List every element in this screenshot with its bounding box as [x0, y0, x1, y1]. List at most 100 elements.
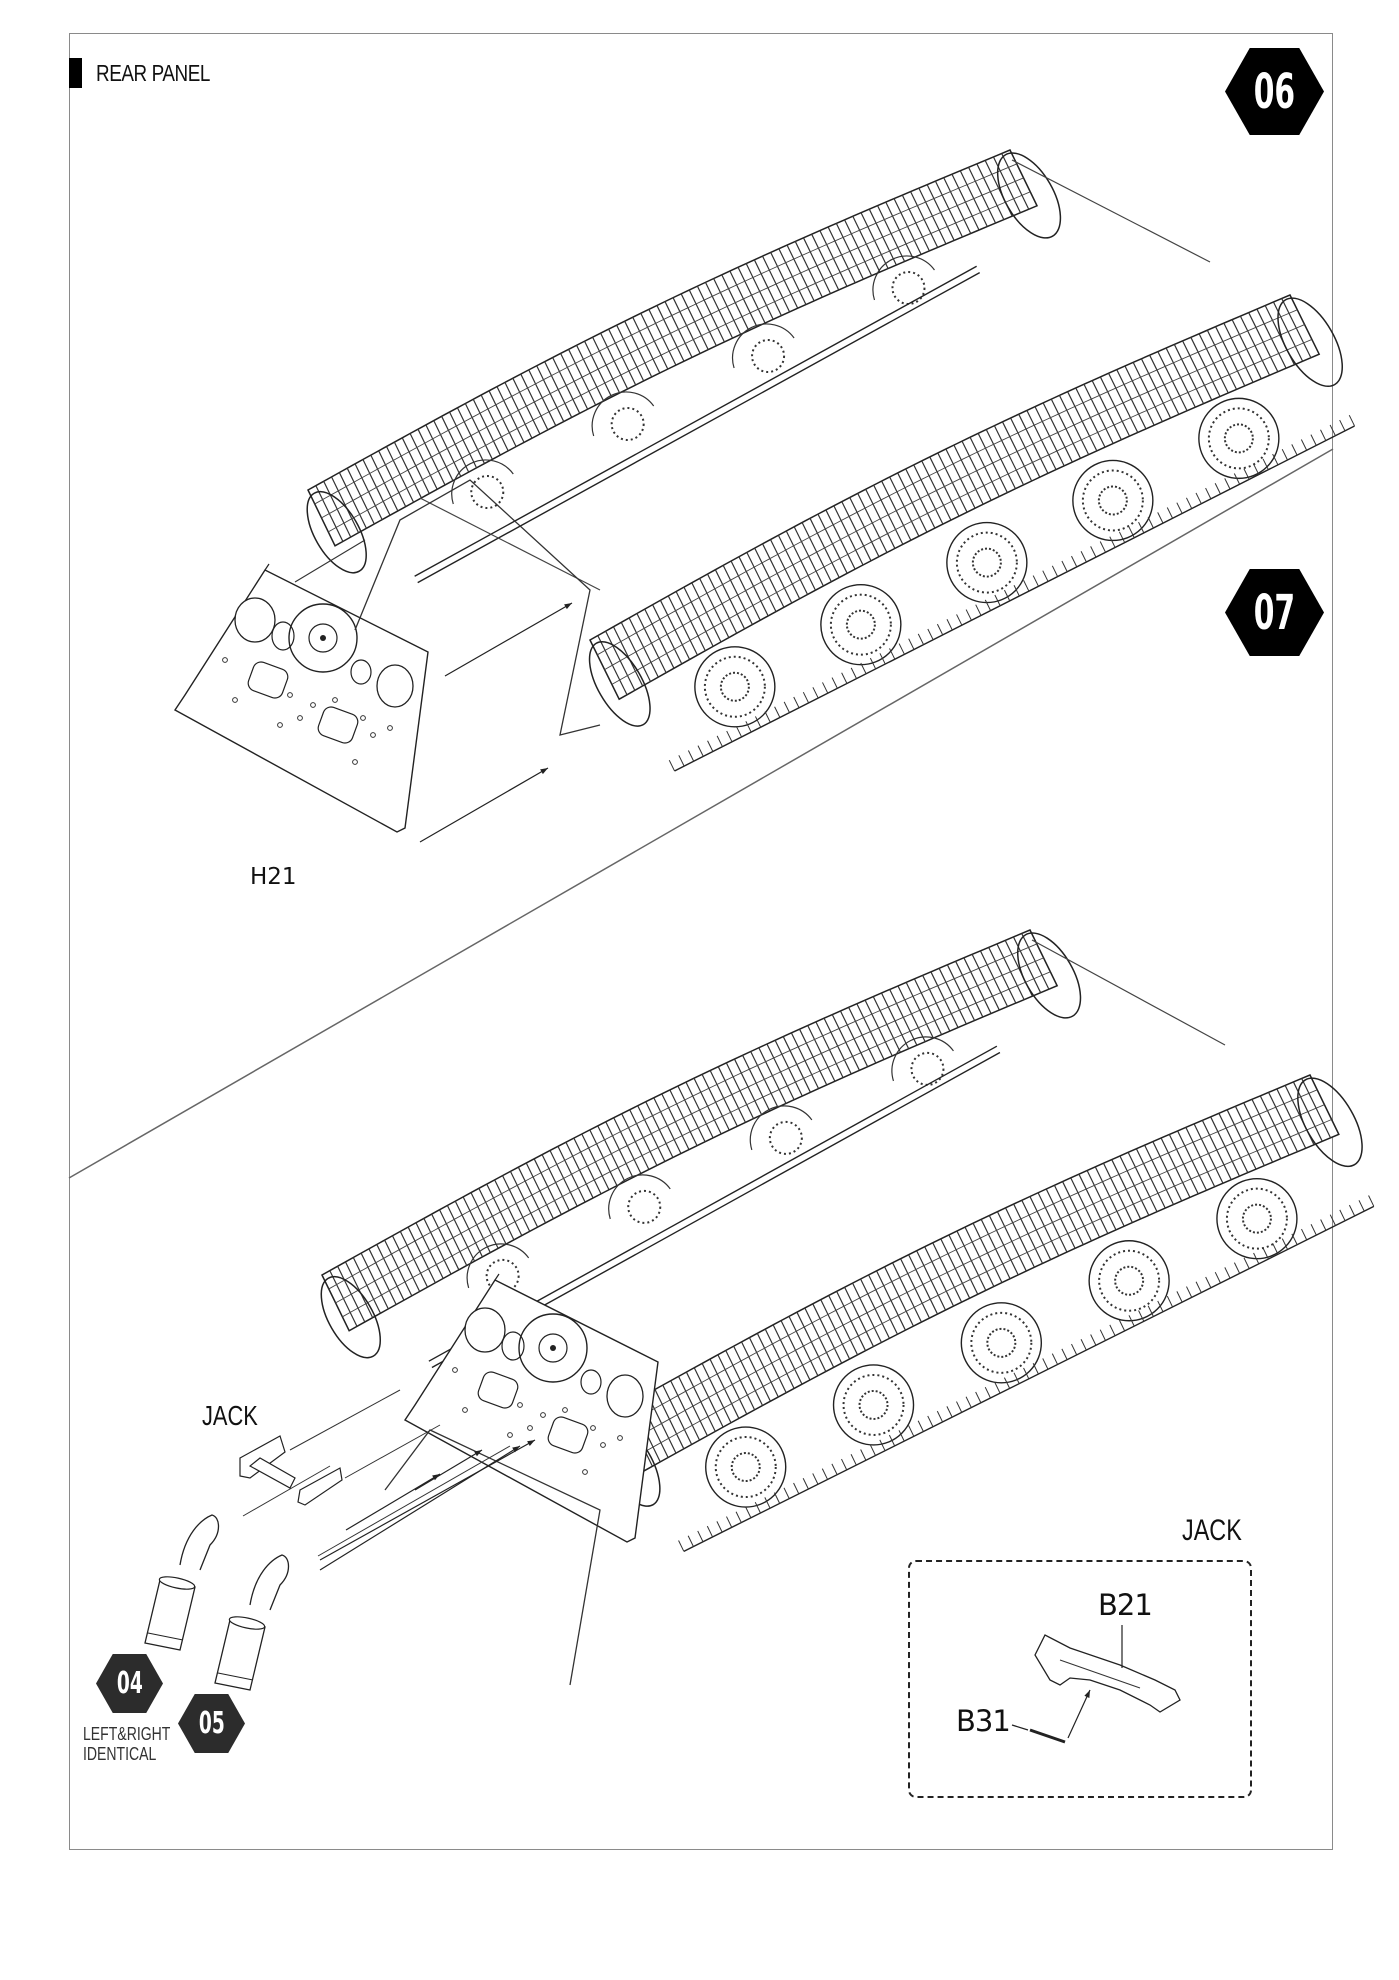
- road-wheel-bolts: [703, 655, 766, 718]
- road-wheel-bolts: [1225, 1187, 1288, 1250]
- lower-track-link: [1272, 453, 1279, 466]
- inset-jack-drawing: [1011, 1625, 1181, 1744]
- hull-edge: [417, 271, 981, 584]
- exhaust-elbow: [249, 1554, 290, 1611]
- rear-panel-h21: [173, 563, 429, 833]
- lower-track-link: [735, 725, 743, 738]
- road-wheel-bolts: [955, 531, 1018, 594]
- lower-track-link: [726, 1516, 733, 1528]
- arrow-line: [414, 1449, 483, 1491]
- lower-track-link: [1185, 497, 1193, 509]
- guide-line: [289, 1389, 401, 1451]
- lower-track-link: [1080, 1339, 1087, 1351]
- road-wheel-hub: [891, 270, 926, 305]
- lower-track-link: [1109, 536, 1116, 548]
- lower-track-link: [678, 755, 685, 767]
- step-divider-line: [68, 448, 1334, 1179]
- road-wheel-hub: [627, 1189, 662, 1224]
- lower-track-link: [668, 759, 675, 772]
- tow-hub-bolt: [550, 1345, 556, 1351]
- lower-track-link: [984, 599, 992, 611]
- lower-track-link: [1291, 444, 1298, 456]
- exhaust-note-line2: IDENTICAL: [83, 1744, 157, 1764]
- lower-track-link: [1348, 414, 1355, 427]
- road-wheel-arc: [891, 1036, 954, 1082]
- drive-sprocket: [306, 490, 367, 574]
- step06-near-track: [588, 294, 1355, 772]
- lower-track-link: [1147, 1305, 1154, 1317]
- bolt-hole: [277, 722, 283, 728]
- lower-track-link: [1051, 565, 1059, 577]
- drive-sprocket: [320, 1275, 382, 1359]
- road-wheel-arc: [451, 459, 514, 505]
- guide-line: [294, 539, 366, 583]
- lower-track-link: [908, 1425, 915, 1437]
- lower-track-link: [1320, 429, 1327, 441]
- assembly-arrow: [1067, 1689, 1091, 1739]
- lower-track-link: [994, 1382, 1001, 1394]
- lower-track-link: [879, 653, 886, 665]
- arrow-head: [1084, 1690, 1090, 1698]
- lower-track-link: [1118, 531, 1126, 543]
- hull-rear-edge: [1031, 939, 1226, 1046]
- lower-track-link: [956, 614, 963, 626]
- hull-rear-outline: [354, 479, 601, 736]
- lower-track-link: [1157, 1300, 1164, 1312]
- road-wheel-hub: [1223, 423, 1254, 454]
- road-wheel-bolts: [1081, 469, 1144, 532]
- road-wheel-hub: [1097, 485, 1128, 516]
- lower-track-link: [812, 1473, 819, 1485]
- lower-track-link: [927, 628, 934, 640]
- lower-track-link: [745, 1506, 752, 1518]
- lower-track-link: [1205, 1276, 1212, 1288]
- lower-track-link: [1300, 439, 1308, 451]
- road-wheel: [1088, 1240, 1170, 1322]
- lower-track-link: [1233, 473, 1241, 485]
- exhaust-flange: [228, 1616, 266, 1630]
- panel-edge: [494, 1273, 500, 1281]
- bolt-hole: [370, 732, 376, 738]
- lower-track-link: [841, 672, 848, 684]
- lower-track-link: [735, 1511, 742, 1523]
- lower-track-link: [1080, 551, 1087, 563]
- step-number-07: 07: [1253, 584, 1296, 641]
- lower-track-link: [1032, 1363, 1039, 1375]
- arrow-head: [512, 1446, 520, 1453]
- lower-track-link: [917, 633, 925, 645]
- bolt-hole: [387, 725, 393, 731]
- lower-track-link: [1281, 448, 1288, 461]
- lower-track-link: [1061, 1348, 1068, 1360]
- tow-hub-center: [308, 623, 338, 653]
- lower-track-link: [1253, 1252, 1260, 1265]
- bolt-hole: [332, 697, 338, 703]
- lower-track-link: [1118, 1319, 1126, 1332]
- bolt-hole: [562, 1407, 568, 1413]
- lower-track-link: [764, 1497, 771, 1509]
- lower-track-link: [707, 740, 714, 752]
- exhaust-pipe-04: [144, 1514, 220, 1651]
- lower-track-link: [1061, 560, 1068, 572]
- hull-edge: [414, 265, 977, 577]
- exhaust-elbow: [179, 1514, 220, 1571]
- lower-track-link: [965, 609, 972, 621]
- lower-track-link: [1109, 1324, 1116, 1336]
- access-plate-left: [247, 661, 289, 699]
- lower-track-link: [1339, 419, 1346, 432]
- lower-track-link: [1329, 1214, 1336, 1226]
- step-badge-07: 07: [1225, 569, 1324, 656]
- lower-track-link: [1348, 1204, 1356, 1217]
- drive-sprocket: [588, 641, 651, 727]
- arrow-head: [527, 1440, 535, 1447]
- small-cover: [350, 659, 372, 685]
- section-marker: [69, 58, 82, 88]
- lower-track-link: [1166, 1295, 1174, 1308]
- assembly-arrow: [319, 1439, 536, 1561]
- idler-wheel: [1277, 297, 1344, 388]
- lower-track-link: [994, 594, 1001, 606]
- lower-track-link: [1358, 1200, 1365, 1212]
- exhaust-muffler: [214, 1619, 266, 1691]
- lower-track-link: [1147, 517, 1154, 529]
- lower-track-link: [898, 643, 905, 655]
- bolt-hole: [582, 1469, 588, 1475]
- lower-track-link: [1166, 507, 1174, 519]
